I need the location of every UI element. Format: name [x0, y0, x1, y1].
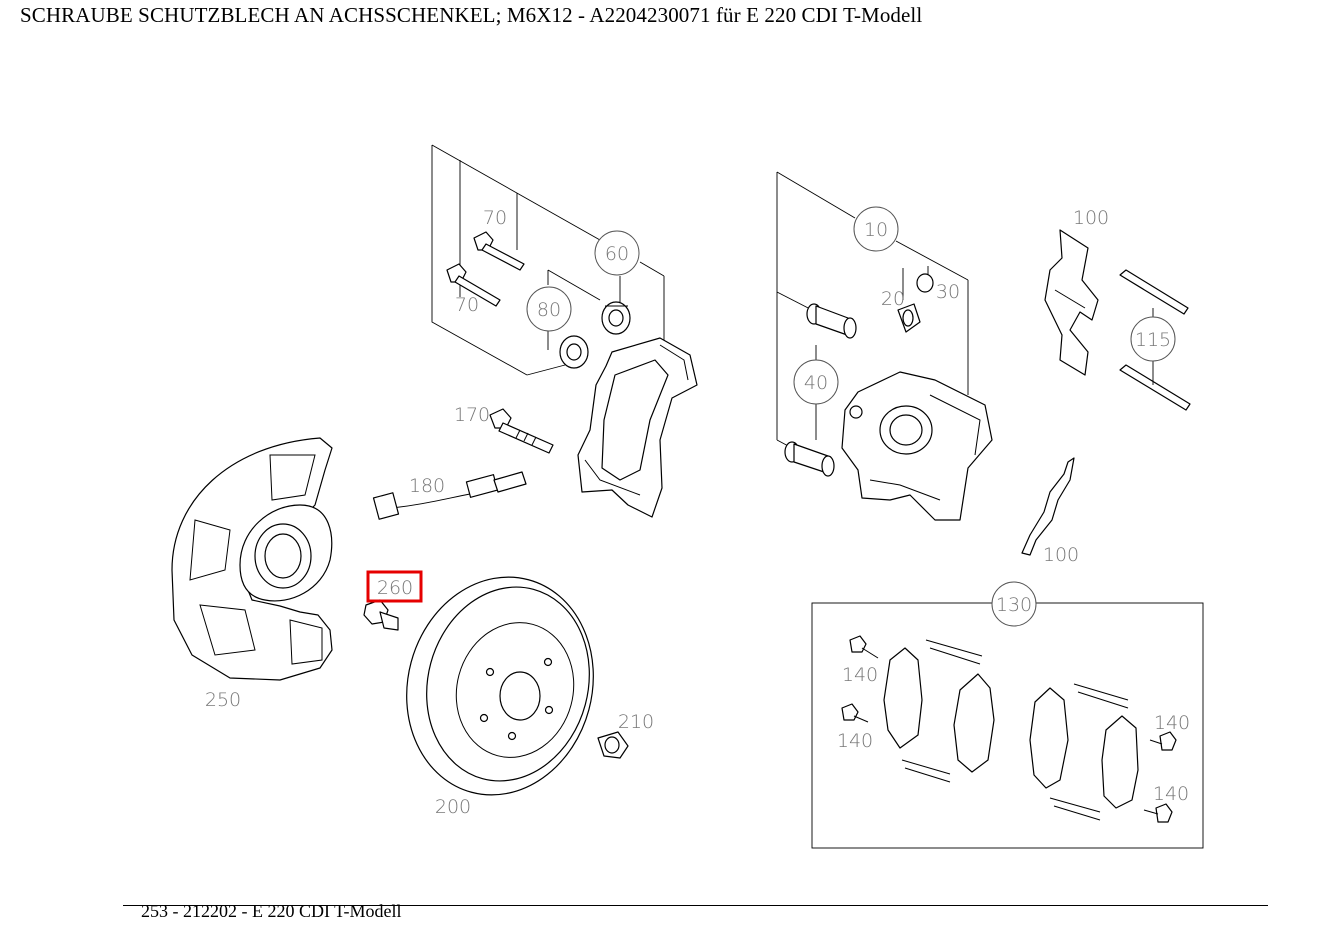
nut-210 — [597, 731, 629, 759]
label-140-d[interactable]: 140 — [1153, 783, 1189, 805]
label-100-lower[interactable]: 100 — [1043, 544, 1079, 566]
footer-divider — [123, 905, 1268, 906]
caliper-carrier-bracket — [577, 337, 698, 518]
guide-pin-sleeve-upper — [806, 303, 857, 339]
nut-80 — [559, 335, 589, 369]
label-140-c[interactable]: 140 — [1154, 712, 1190, 734]
label-70-lower[interactable]: 70 — [455, 294, 479, 316]
brake-pads — [883, 647, 1139, 809]
label-140-b[interactable]: 140 — [837, 730, 873, 752]
bolt-260 — [363, 599, 399, 631]
label-100-upper[interactable]: 100 — [1073, 207, 1109, 229]
label-60[interactable]: 60 — [605, 243, 629, 265]
pad-clips — [901, 639, 1129, 821]
highlight-box-260 — [366, 570, 423, 603]
bolt-170 — [489, 408, 554, 454]
bolts-140 — [841, 635, 1177, 823]
brake-disc-200 — [406, 576, 594, 796]
label-170[interactable]: 170 — [454, 404, 490, 426]
anti-rattle-spring-100-lower — [1021, 457, 1075, 556]
footer-caption: 253 - 212202 - E 220 CDI T-Modell — [141, 901, 402, 921]
label-130[interactable]: 130 — [996, 594, 1032, 616]
guide-pin-sleeve-lower — [784, 441, 835, 477]
guide-pin-115-upper — [1119, 269, 1189, 315]
label-40[interactable]: 40 — [804, 372, 828, 394]
label-210[interactable]: 210 — [618, 711, 654, 733]
label-250[interactable]: 250 — [205, 689, 241, 711]
group-60-bracket-lines — [431, 144, 665, 376]
bleed-valve-20 — [897, 303, 921, 333]
anti-rattle-spring-100-upper — [1044, 229, 1099, 376]
page-title: SCHRAUBE SCHUTZBLECH AN ACHSSCHENKEL; M6… — [20, 3, 923, 27]
label-115[interactable]: 115 — [1135, 329, 1171, 351]
splash-shield-250 — [171, 437, 333, 681]
bolt-70-lower — [446, 263, 501, 307]
label-20[interactable]: 20 — [881, 288, 905, 310]
pad-set-box-130 — [811, 602, 1204, 849]
nut-60 — [601, 301, 631, 335]
label-80[interactable]: 80 — [537, 299, 561, 321]
label-70-upper[interactable]: 70 — [483, 207, 507, 229]
wear-sensor-180 — [372, 471, 527, 520]
brake-caliper — [841, 371, 993, 521]
label-200[interactable]: 200 — [435, 796, 471, 818]
guide-pin-115-lower — [1119, 364, 1191, 411]
label-140-a[interactable]: 140 — [842, 664, 878, 686]
label-30[interactable]: 30 — [936, 281, 960, 303]
label-10[interactable]: 10 — [864, 219, 888, 241]
cap-30 — [916, 273, 934, 293]
label-260[interactable]: 260 — [377, 577, 413, 599]
bolt-70-upper — [473, 231, 525, 271]
label-180[interactable]: 180 — [409, 475, 445, 497]
